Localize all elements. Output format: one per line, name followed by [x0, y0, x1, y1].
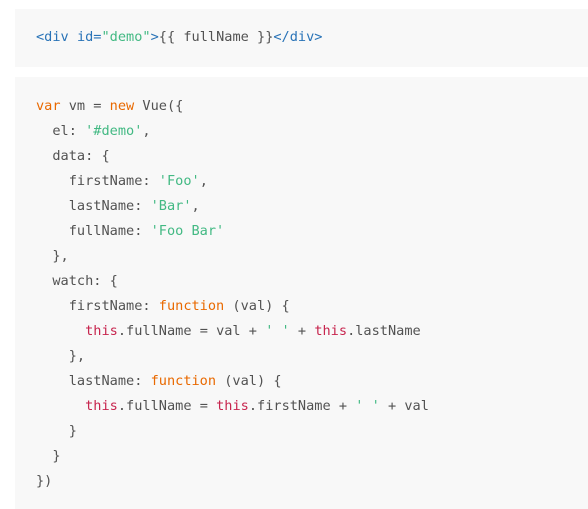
- code-line: fullName: 'Foo Bar': [36, 219, 429, 244]
- attr-value: "demo": [101, 29, 151, 45]
- code-token: function: [150, 373, 217, 389]
- code-token: (val) {: [216, 373, 282, 389]
- code-token: this: [85, 398, 118, 414]
- code-token: ,: [191, 198, 200, 214]
- code-token: firstName:: [36, 298, 159, 314]
- code-line: this.fullName = this.firstName + ' ' + v…: [36, 394, 429, 419]
- interpolation: {{ fullName }}: [158, 29, 274, 45]
- code-line: },: [36, 344, 429, 369]
- code-token: fullName:: [36, 223, 151, 239]
- code-line: }: [36, 419, 429, 444]
- code-line: data: {: [36, 144, 429, 169]
- code-line: lastName: function (val) {: [36, 369, 429, 394]
- code-token: [36, 323, 85, 339]
- code-token: '#demo': [85, 123, 143, 139]
- code-line: this.fullName = val + ' ' + this.lastNam…: [36, 319, 429, 344]
- html-template-code: <div id="demo">{{ fullName }}</div>: [36, 25, 322, 50]
- code-token: ' ': [355, 398, 380, 414]
- code-token: lastName:: [36, 373, 151, 389]
- code-token: + val: [379, 398, 429, 414]
- code-token: new: [109, 98, 135, 114]
- code-line: },: [36, 244, 429, 269]
- code-token: this: [85, 323, 118, 339]
- code-token: }: [36, 448, 61, 464]
- javascript-code: var vm = new Vue({ el: '#demo', data: { …: [36, 94, 429, 494]
- code-token: this: [314, 323, 348, 339]
- code-token: }): [36, 473, 53, 489]
- code-token: Vue({: [134, 98, 184, 114]
- code-token: .firstName +: [248, 398, 356, 414]
- code-token: el:: [36, 123, 86, 139]
- code-token: ,: [199, 173, 208, 189]
- code-line: firstName: function (val) {: [36, 294, 429, 319]
- tag-open: <div: [36, 29, 69, 45]
- code-line: }): [36, 469, 429, 494]
- code-line: watch: {: [36, 269, 429, 294]
- code-token: ,: [142, 123, 151, 139]
- code-token: +: [289, 323, 315, 339]
- code-line: }: [36, 444, 429, 469]
- code-token: },: [36, 348, 86, 364]
- code-token: lastName:: [36, 198, 151, 214]
- code-token: },: [36, 248, 69, 264]
- html-template-code-block: <div id="demo">{{ fullName }}</div>: [15, 9, 588, 67]
- code-token: ' ': [265, 323, 290, 339]
- code-token: firstName:: [36, 173, 159, 189]
- tag-close-bracket: >: [150, 29, 159, 45]
- code-line: el: '#demo',: [36, 119, 429, 144]
- code-token: vm =: [60, 98, 110, 114]
- code-token: (val) {: [224, 298, 290, 314]
- code-token: .fullName =: [117, 398, 217, 414]
- code-token: function: [158, 298, 225, 314]
- code-token: this: [216, 398, 249, 414]
- code-token: 'Foo': [158, 173, 200, 189]
- attr-name: id=: [76, 29, 102, 45]
- code-token: 'Foo Bar': [150, 223, 225, 239]
- code-line: firstName: 'Foo',: [36, 169, 429, 194]
- code-token: [36, 398, 85, 414]
- code-line: lastName: 'Bar',: [36, 194, 429, 219]
- code-token: watch: {: [36, 273, 118, 289]
- code-token: .lastName: [347, 323, 421, 339]
- code-token: }: [36, 423, 77, 439]
- end-tag: </div>: [273, 29, 323, 45]
- code-token: var: [36, 98, 61, 114]
- code-token: .fullName = val +: [117, 323, 266, 339]
- code-token: data: {: [36, 148, 110, 164]
- javascript-code-block: var vm = new Vue({ el: '#demo', data: { …: [15, 77, 588, 509]
- code-line: var vm = new Vue({: [36, 94, 429, 119]
- code-token: 'Bar': [150, 198, 192, 214]
